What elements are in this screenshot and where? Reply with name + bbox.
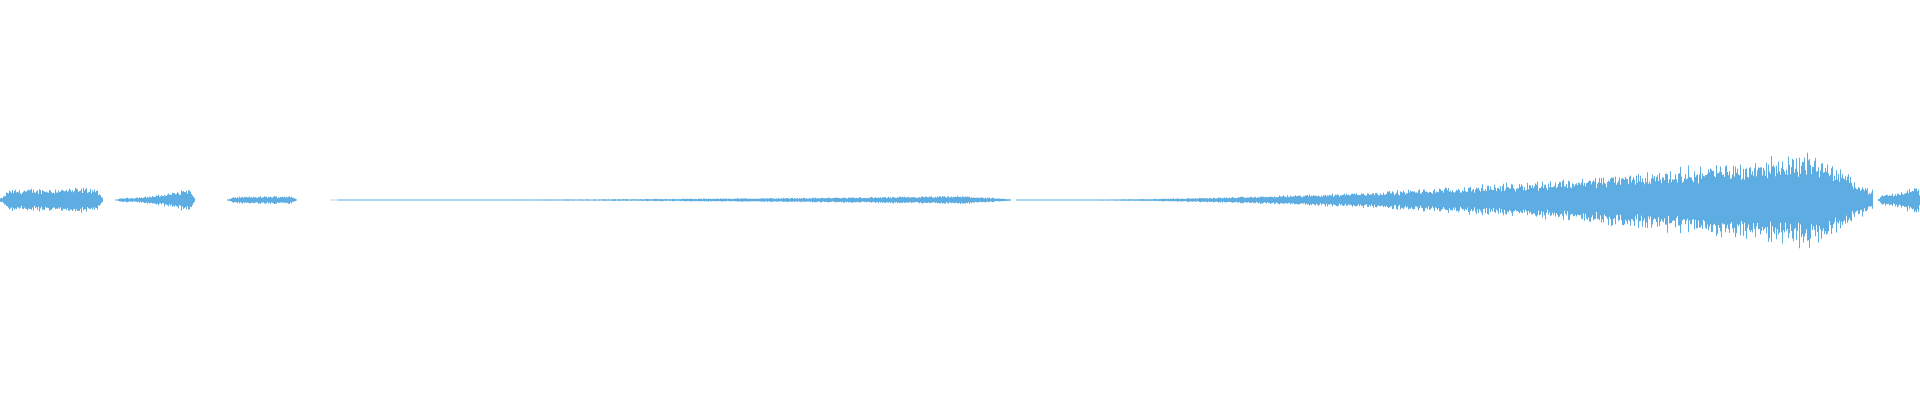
waveform-trace [1878,188,1920,213]
waveform-trace [115,190,195,211]
waveform-trace [227,196,297,204]
waveform-trace [338,195,1011,204]
waveform-segment [0,187,103,213]
waveform-segment [115,190,195,211]
waveform-trace [1016,152,1873,249]
waveform-segment [1878,188,1920,213]
waveform-trace [0,187,103,213]
waveform-segment [227,196,297,204]
waveform-segment [338,195,1011,204]
waveform-segment [1016,152,1873,249]
